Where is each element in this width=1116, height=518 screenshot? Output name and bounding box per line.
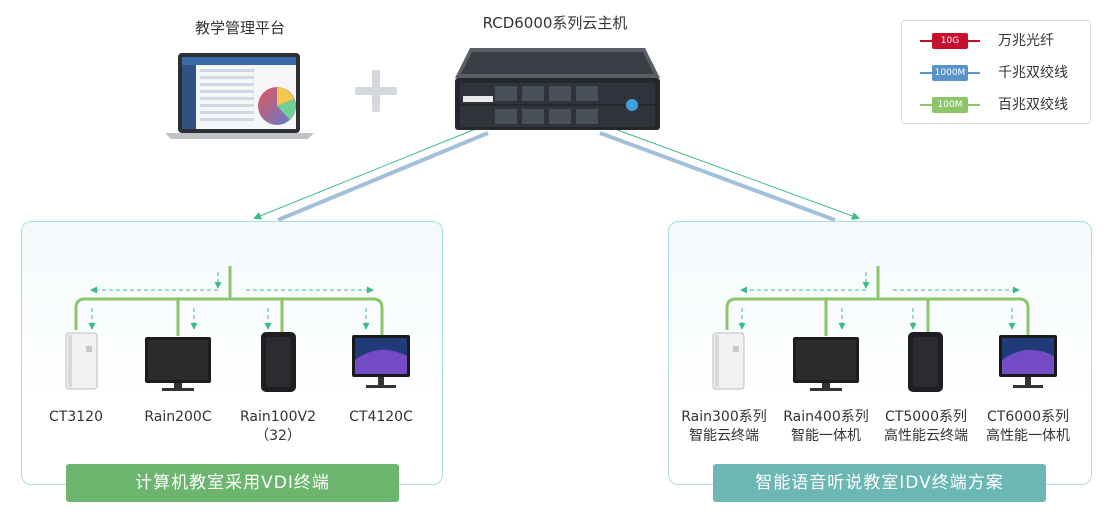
- device-subname: 智能云终端: [689, 428, 759, 444]
- legend-pill: 1000M: [932, 65, 968, 81]
- smart-cloud-terminal-icon: [712, 332, 745, 390]
- right-100m-links: [725, 266, 1030, 340]
- server-label: RCD6000系列云主机: [482, 14, 628, 32]
- plus-icon: [355, 70, 397, 112]
- right-panel-banner: 智能语音听说教室IDV终端方案: [713, 464, 1046, 502]
- uplink-right-1000m: [599, 131, 836, 222]
- uplink-left-1000m: [277, 131, 489, 222]
- mini-pc-icon: [261, 332, 296, 392]
- legend-pill: 100M: [932, 97, 968, 113]
- device-name: CT6000系列: [987, 409, 1069, 425]
- laptop-icon: [165, 53, 314, 139]
- device-name: Rain200C: [144, 409, 212, 425]
- all-in-one-icon: [352, 335, 410, 388]
- legend-text: 千兆双绞线: [998, 65, 1068, 81]
- arrow-to-left-panel: [253, 127, 479, 220]
- left-100m-links: [74, 266, 384, 340]
- device-subname: （32）: [255, 428, 301, 444]
- device-name: CT3120: [49, 409, 103, 425]
- right-dashed-arrows: [738, 272, 1020, 330]
- device-label: CT3120: [36, 408, 116, 427]
- smart-all-in-one-icon: [793, 337, 859, 391]
- thin-client-icon: [65, 332, 98, 390]
- device-name: CT4120C: [349, 409, 413, 425]
- high-performance-all-in-one-icon: [999, 335, 1057, 388]
- left-dashed-arrows: [88, 272, 374, 330]
- device-name: Rain300系列: [681, 409, 767, 425]
- platform-label: 教学管理平台: [194, 19, 285, 37]
- legend-pill: 10G: [932, 33, 968, 49]
- high-performance-terminal-icon: [908, 332, 943, 392]
- legend: 10G 万兆光纤 1000M 千兆双绞线 100M 百兆双绞线: [901, 20, 1091, 124]
- monitor-icon: [145, 337, 211, 391]
- device-label: CT5000系列 高性能云终端: [876, 408, 976, 446]
- left-panel-banner: 计算机教室采用VDI终端: [66, 464, 399, 502]
- device-label: Rain400系列 智能一体机: [777, 408, 875, 446]
- legend-item-100m: 100M 百兆双绞线: [920, 95, 1080, 115]
- device-label: CT6000系列 高性能一体机: [978, 408, 1078, 446]
- legend-item-10g: 10G 万兆光纤: [920, 31, 1080, 51]
- device-label: Rain300系列 智能云终端: [675, 408, 773, 446]
- device-subname: 智能一体机: [791, 428, 861, 444]
- legend-item-1000m: 1000M 千兆双绞线: [920, 63, 1080, 83]
- server-icon: [455, 48, 660, 130]
- device-subname: 高性能云终端: [884, 428, 968, 444]
- device-subname: 高性能一体机: [986, 428, 1070, 444]
- device-name: CT5000系列: [885, 409, 967, 425]
- legend-text: 万兆光纤: [998, 33, 1054, 49]
- device-label: Rain100V2 （32）: [232, 408, 324, 446]
- device-label: Rain200C: [133, 408, 223, 427]
- device-name: Rain400系列: [783, 409, 869, 425]
- device-name: Rain100V2: [240, 409, 316, 425]
- legend-text: 百兆双绞线: [998, 97, 1068, 113]
- device-label: CT4120C: [340, 408, 422, 427]
- arrow-to-right-panel: [611, 127, 860, 220]
